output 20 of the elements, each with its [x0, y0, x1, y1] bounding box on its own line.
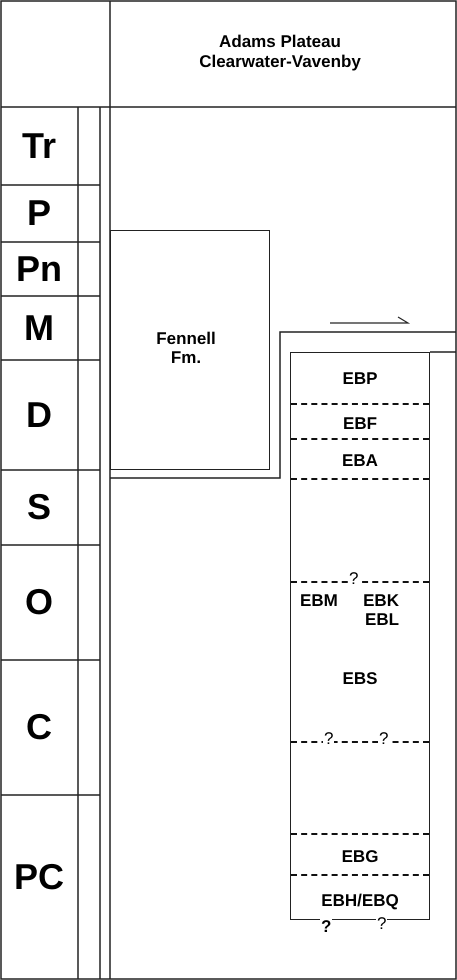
unit-label: EBP [342, 369, 378, 388]
unit-label: EBK EBL [362, 591, 399, 629]
period-label: PC [12, 857, 65, 897]
period-label: Tr [20, 126, 57, 166]
period-label: C [25, 707, 53, 747]
period-label: O [24, 582, 54, 622]
unit-label: EBS [342, 669, 378, 688]
unit-label: EBH/EBQ [320, 890, 400, 910]
unit-label: EBM [300, 591, 338, 610]
formation-box [110, 230, 270, 470]
unit-label: EBG [340, 846, 380, 866]
period-label: S [26, 487, 52, 527]
column-heading: Adams Plateau Clearwater-Vavenby [198, 32, 362, 72]
unit-label: EBF [342, 414, 378, 432]
period-label: M [23, 308, 55, 348]
period-label: P [26, 193, 52, 233]
unit-label: EBA [341, 451, 379, 470]
period-label: D [25, 395, 53, 435]
unit-label: Fennell Fm. [155, 329, 217, 367]
period-label: Pn [14, 249, 63, 289]
